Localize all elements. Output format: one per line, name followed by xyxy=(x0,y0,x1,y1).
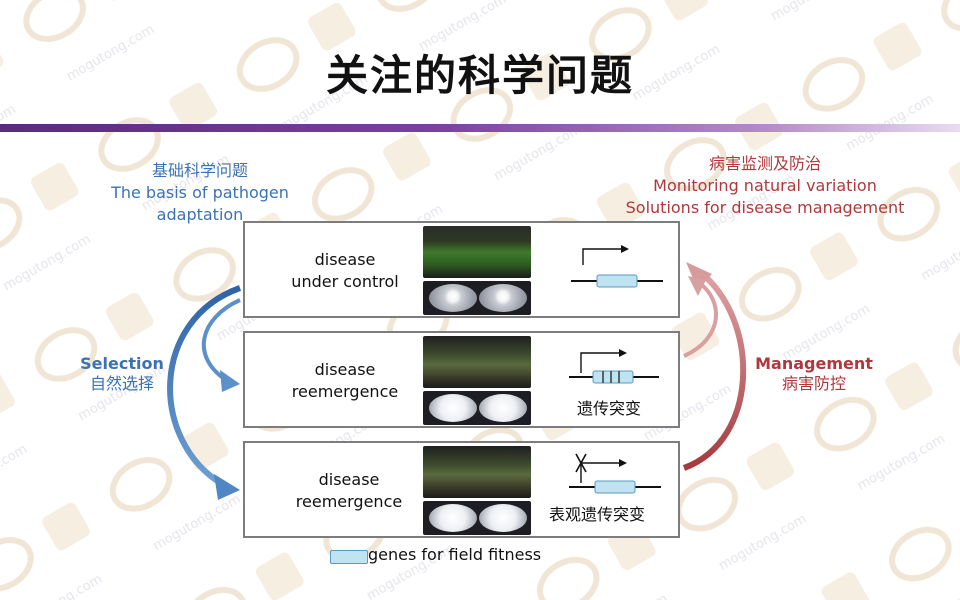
panel-label: disease reemergence xyxy=(275,359,415,403)
panel-disease-reemergence-epigenetic: disease reemergence 表观遗传突变 xyxy=(243,441,680,538)
right-heading-en-1: Monitoring natural variation xyxy=(653,176,877,195)
right-heading-en-2: Solutions for disease management xyxy=(625,198,905,217)
left-heading-en-1: The basis of pathogen xyxy=(111,183,289,202)
legend-gene-swatch xyxy=(330,550,368,564)
petri-dish-photo xyxy=(423,281,531,315)
epigenetic-mutation-note: 表观遗传突变 xyxy=(549,505,646,524)
right-heading-zh: 病害监测及防治 xyxy=(708,154,821,173)
petri-dish xyxy=(429,394,477,422)
management-arrow-inner xyxy=(683,280,719,358)
right-heading: 病害监测及防治 Monitoring natural variation Sol… xyxy=(610,153,920,219)
selection-label: Selection 自然选择 xyxy=(60,354,184,394)
panel-label-line-2: reemergence xyxy=(295,492,403,511)
petri-dish-photo xyxy=(423,501,531,535)
panel-label-line-2: reemergence xyxy=(291,382,399,401)
title-divider-bar xyxy=(0,124,960,132)
panel-label-line-1: disease xyxy=(314,360,376,379)
management-label-en: Management xyxy=(755,354,873,373)
petri-dish-photo xyxy=(423,391,531,425)
gene-diagram xyxy=(571,245,663,288)
panel-label: disease under control xyxy=(275,249,415,293)
diseased-plant-photo xyxy=(423,336,531,388)
management-arrow-outer xyxy=(682,269,747,471)
panel-label: disease reemergence xyxy=(279,469,419,513)
gene-diagram xyxy=(569,453,661,494)
panel-disease-under-control: disease under control xyxy=(243,221,680,318)
selection-arrow-outer xyxy=(167,285,242,487)
left-heading-zh: 基础科学问题 xyxy=(151,161,248,180)
diseased-plant-photo xyxy=(423,446,531,498)
panel-label-line-1: disease xyxy=(314,250,376,269)
healthy-plant-photo xyxy=(423,226,531,278)
selection-label-zh: 自然选择 xyxy=(89,374,154,393)
panel-label-line-1: disease xyxy=(318,470,380,489)
petri-dish xyxy=(479,504,527,532)
gene-mutation-note: 遗传突变 xyxy=(577,399,642,418)
management-arrowhead-inner xyxy=(688,276,706,296)
selection-label-en: Selection xyxy=(80,354,164,373)
panel-disease-reemergence-genetic: disease reemergence 遗传突变 xyxy=(243,331,680,428)
selection-arrowhead-outer xyxy=(214,474,240,500)
selection-arrow-inner xyxy=(201,298,241,382)
petri-dish xyxy=(429,504,477,532)
legend-text: genes for field fitness xyxy=(368,545,542,564)
management-arrowhead-outer xyxy=(686,262,712,290)
selection-arrowhead-inner xyxy=(220,370,240,392)
slide-title: 关注的科学问题 xyxy=(325,51,634,100)
petri-dish xyxy=(479,284,527,312)
left-heading-en-2: adaptation xyxy=(156,205,244,224)
management-label: Management 病害防控 xyxy=(750,354,878,394)
management-label-zh: 病害防控 xyxy=(781,374,846,393)
panel-label-line-2: under control xyxy=(291,272,399,291)
gene-diagram xyxy=(569,349,659,384)
petri-dish xyxy=(479,394,527,422)
petri-dish xyxy=(429,284,477,312)
left-heading: 基础科学问题 The basis of pathogen adaptation xyxy=(80,160,320,226)
